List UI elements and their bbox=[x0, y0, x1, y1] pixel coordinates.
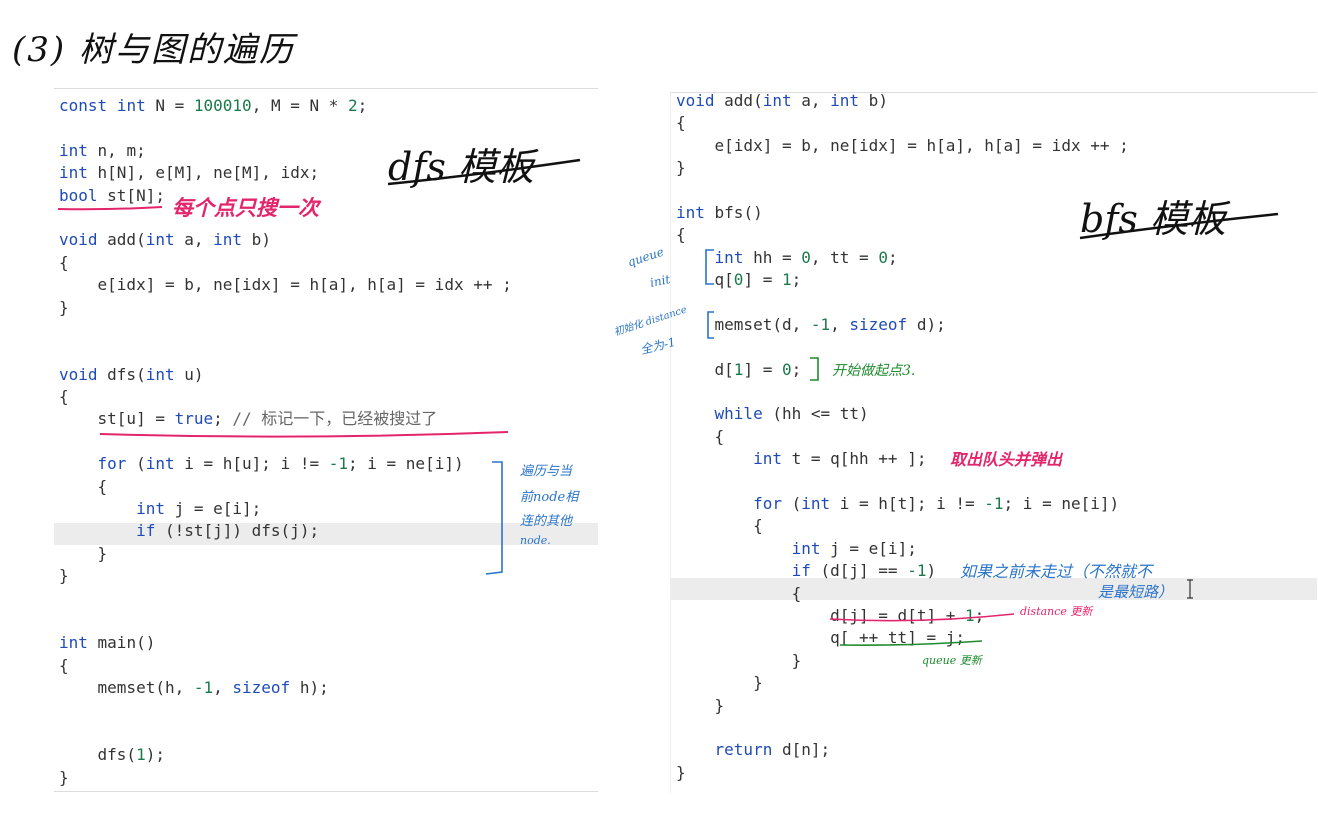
code-line: ​ bbox=[59, 722, 512, 744]
pop-queue-note: 取出队头并弹出 bbox=[950, 450, 1063, 469]
code-line: int j = e[i]; bbox=[791, 538, 917, 558]
code-line: { bbox=[59, 476, 108, 496]
code-line: return d[n]; bbox=[714, 740, 831, 760]
code-line: { bbox=[59, 252, 69, 272]
code-line: int t = q[hh ++ ]; bbox=[753, 449, 927, 469]
code-line: } bbox=[676, 650, 802, 670]
code-line: memset(h, -1, sizeof h); bbox=[59, 678, 329, 698]
code-line: ​ bbox=[676, 381, 1129, 403]
code-line: } bbox=[59, 566, 69, 586]
dfs-template-note: dfs 模板 bbox=[388, 145, 534, 189]
start-point-note: 开始做起点3. bbox=[832, 363, 916, 379]
queue-init-note-1: queue bbox=[625, 244, 666, 270]
code-line: { bbox=[59, 655, 69, 675]
code-line: } bbox=[59, 543, 108, 563]
code-line: ​ bbox=[59, 341, 512, 363]
code-line: ​ bbox=[676, 292, 1129, 314]
code-line: { bbox=[676, 583, 802, 603]
code-line: for (int i = h[t]; i != -1; i = ne[i]) bbox=[753, 494, 1120, 514]
code-line: int hh = 0, tt = 0; bbox=[714, 247, 898, 267]
each-point-once-note: 每个点只搜一次 bbox=[172, 195, 319, 220]
code-line: dfs(1); bbox=[59, 745, 165, 765]
code-line: for (int i = h[u]; i != -1; i = ne[i]) bbox=[97, 454, 464, 474]
current-line-highlight bbox=[54, 523, 598, 545]
code-line: int h[N], e[M], ne[M], idx; bbox=[59, 163, 320, 183]
code-line: ​ bbox=[59, 700, 512, 722]
traverse-note-line3: 连的其他 bbox=[520, 514, 573, 529]
code-line: int bfs() bbox=[676, 202, 763, 222]
not-visited-note-line1: 如果之前未走过（不然就不 bbox=[960, 562, 1153, 581]
code-line: ​ bbox=[59, 431, 512, 453]
code-line: d[1] = 0; bbox=[676, 359, 802, 379]
dfs-code: const int N = 100010, M = N * 2; ​ int n, … bbox=[59, 95, 512, 789]
code-line: ​ bbox=[676, 180, 1129, 202]
code-line: if (!st[j]) dfs(j); bbox=[136, 521, 320, 541]
bfs-code-panel: void add(int a, int b) { e[idx] = b, ne[i… bbox=[670, 92, 1317, 793]
code-line: ​ bbox=[59, 319, 512, 341]
traverse-note-line4: node. bbox=[520, 534, 551, 547]
current-line-highlight bbox=[671, 578, 1317, 600]
code-line: while (hh <= tt) bbox=[714, 404, 869, 424]
code-line: } bbox=[676, 762, 686, 782]
code-line: { bbox=[676, 225, 686, 245]
code-line: st[u] = true; // 标记一下，已经被搜过了 bbox=[59, 409, 438, 429]
code-line: ​ bbox=[676, 717, 1129, 739]
code-line: { bbox=[676, 426, 725, 446]
code-line: if (d[j] == -1) bbox=[791, 561, 937, 581]
queue-update-note: queue 更新 bbox=[922, 654, 982, 667]
code-line: int n, m; bbox=[59, 140, 146, 160]
code-line: void add(int a, int b) bbox=[676, 92, 888, 110]
code-line: } bbox=[676, 695, 725, 715]
code-line: { bbox=[59, 387, 69, 407]
code-line: } bbox=[59, 767, 69, 787]
code-line: int j = e[i]; bbox=[136, 499, 262, 519]
bfs-template-note: bfs 模板 bbox=[1080, 197, 1226, 241]
code-line: ​ bbox=[676, 336, 1129, 358]
code-line: } bbox=[676, 158, 686, 178]
queue-init-note-2: init bbox=[648, 272, 672, 290]
traverse-note-line2: 前node相 bbox=[520, 490, 579, 505]
distance-update-note: distance 更新 bbox=[1020, 605, 1093, 618]
code-line: q[ ++ tt] = j; bbox=[676, 628, 965, 648]
code-line: const int N = 100010, M = N * 2; bbox=[59, 96, 368, 115]
code-line: { bbox=[676, 113, 686, 133]
code-line: memset(d, -1, sizeof d); bbox=[676, 314, 946, 334]
code-line: } bbox=[59, 297, 69, 317]
code-line: ​ bbox=[676, 471, 1129, 493]
dfs-code-panel: const int N = 100010, M = N * 2; ​ int n, … bbox=[54, 88, 598, 792]
code-line: e[idx] = b, ne[idx] = h[a], h[a] = idx +… bbox=[676, 135, 1129, 155]
code-line: ​ bbox=[59, 610, 512, 632]
code-line: ​ bbox=[59, 588, 512, 610]
code-line: { bbox=[676, 516, 763, 536]
code-line: bool st[N]; bbox=[59, 185, 165, 205]
traverse-note-line1: 遍历与当 bbox=[520, 464, 573, 479]
code-line: void add(int a, int b) bbox=[59, 230, 271, 250]
code-line: q[0] = 1; bbox=[676, 270, 802, 290]
code-line: e[idx] = b, ne[idx] = h[a], h[a] = idx +… bbox=[59, 275, 512, 295]
not-visited-note-line2: 是最短路） bbox=[1098, 583, 1174, 601]
bfs-code: void add(int a, int b) { e[idx] = b, ne[i… bbox=[676, 92, 1129, 784]
code-line: void dfs(int u) bbox=[59, 364, 204, 384]
code-line: int main() bbox=[59, 633, 156, 653]
page-title: (3) 树与图的遍历 bbox=[12, 30, 295, 70]
code-line: } bbox=[676, 673, 763, 693]
